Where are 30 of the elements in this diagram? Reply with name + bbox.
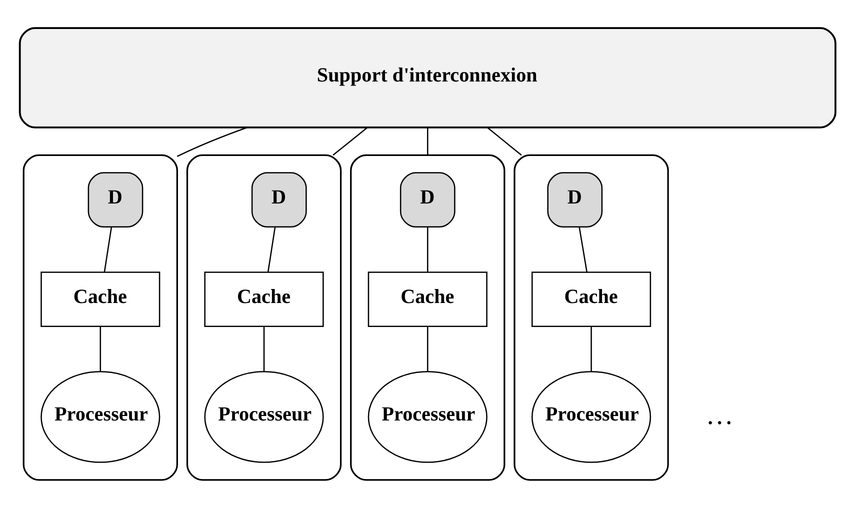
node-box: Support d'interconnexion [18, 26, 836, 128]
connector [427, 326, 428, 372]
node-box: Cache [368, 271, 488, 326]
connector [176, 126, 248, 156]
node-box: D [88, 172, 144, 228]
connector [487, 126, 522, 156]
connector [427, 226, 428, 272]
connector [100, 326, 102, 372]
node-box: D [400, 172, 456, 228]
cluster [22, 154, 178, 480]
connector [267, 226, 276, 272]
connector [332, 126, 368, 156]
node-box: D [251, 172, 307, 228]
node-ellipse: Processeur [368, 370, 488, 462]
node-box: Cache [531, 271, 652, 326]
connector [104, 226, 112, 272]
connector [578, 226, 588, 272]
node-box: Cache [204, 271, 324, 326]
node-ellipse: Processeur [40, 370, 160, 462]
cluster [350, 154, 506, 480]
cluster [514, 154, 669, 480]
node-ellipse: Processeur [531, 370, 652, 462]
node-box: Cache [40, 271, 160, 326]
node-ellipse: Processeur [204, 370, 324, 462]
connector [263, 326, 265, 372]
connector [427, 127, 428, 155]
cluster [186, 154, 342, 480]
label: … [706, 398, 734, 430]
connector [590, 326, 592, 372]
node-box: D [547, 172, 603, 228]
